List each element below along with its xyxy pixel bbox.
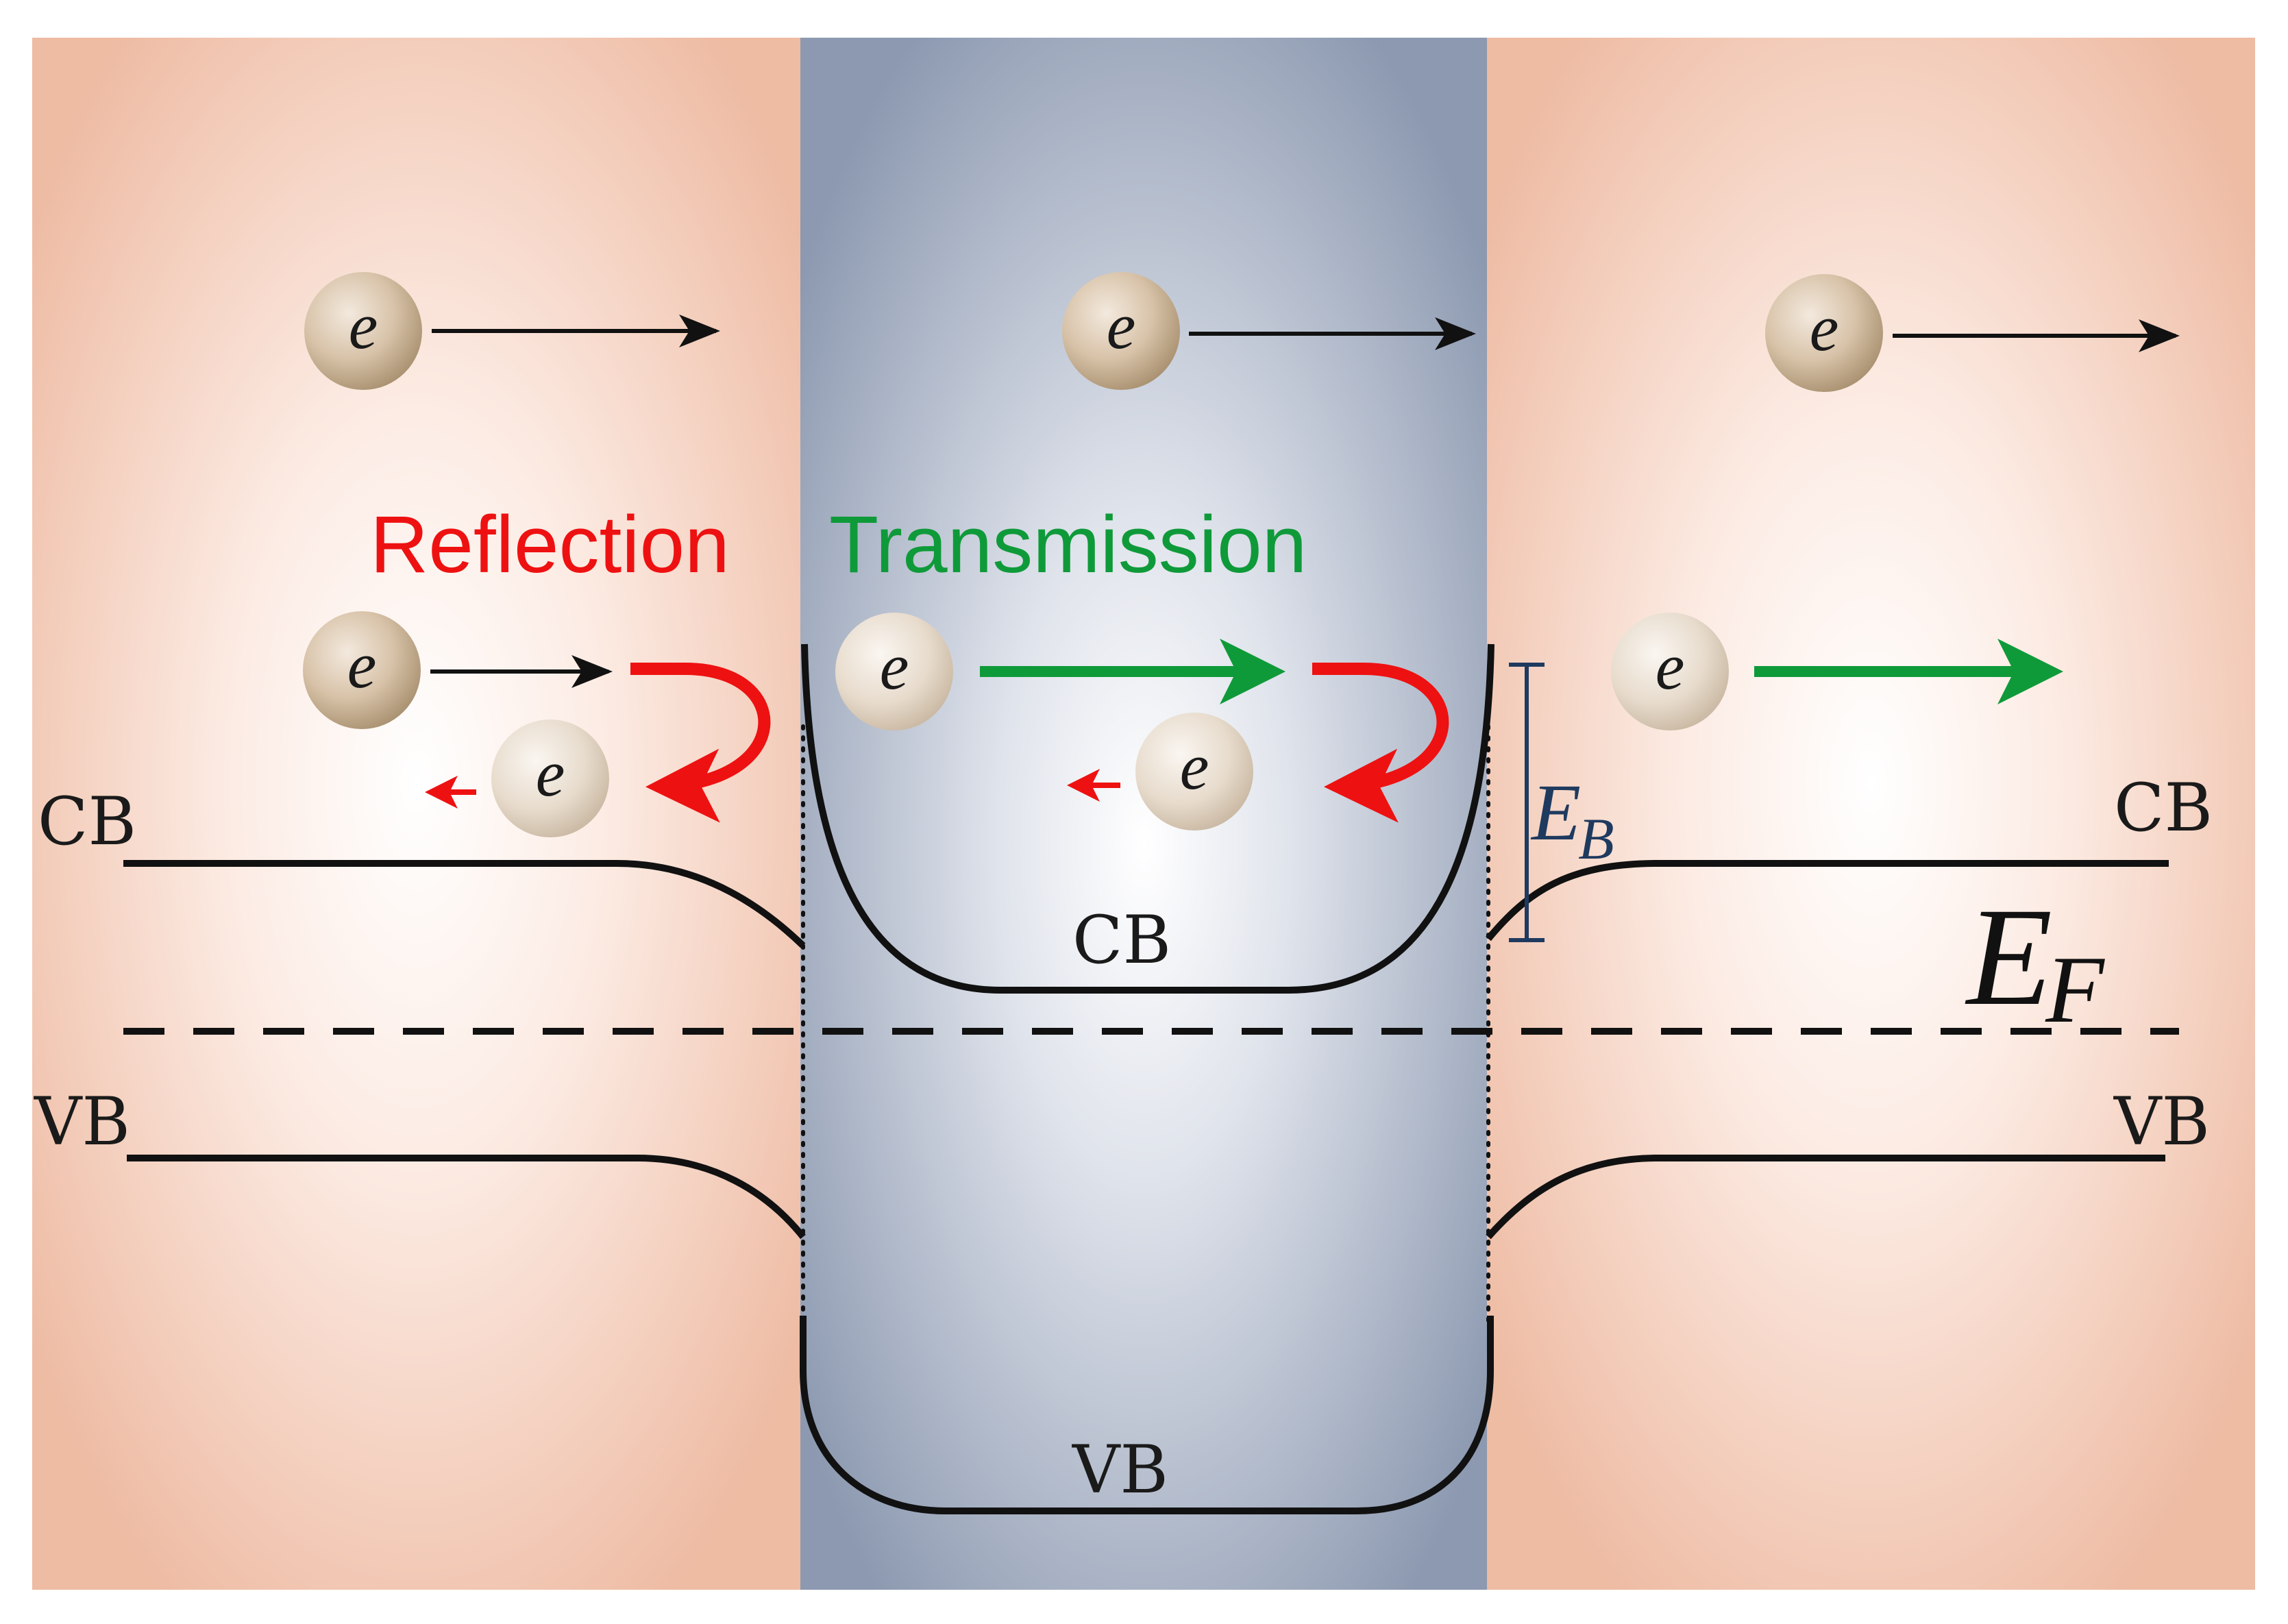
left-vb-curve <box>127 1155 806 1240</box>
electron-label: e <box>880 630 909 703</box>
top-electron-right: e <box>1765 274 1883 392</box>
right-cb-curve <box>1486 860 2169 942</box>
left-vb-label: VB <box>34 1083 130 1160</box>
barrier-reflected-electron: e <box>1135 713 1253 831</box>
electron-ball <box>835 613 953 730</box>
top-electron-middle: e <box>1062 272 1180 390</box>
barrier-vb-label: VB <box>1072 1431 1168 1508</box>
eb-subscript: B <box>1578 806 1614 872</box>
barrier-vb-curve <box>800 1316 1494 1514</box>
electron-label: e <box>1810 291 1839 365</box>
reflection-reflected-electron: e <box>491 719 609 837</box>
electron-ball <box>303 611 421 729</box>
electron-label: e <box>347 628 377 702</box>
electron-ball <box>1062 272 1180 390</box>
ef-label: EF <box>1965 879 2105 1043</box>
barrier-cb-label: CB <box>1072 902 1171 979</box>
left-electrode-region <box>32 38 802 1590</box>
transmitted-electron: e <box>1611 613 1729 730</box>
electron-ball <box>491 719 609 837</box>
barrier-region <box>800 38 1488 1590</box>
electron-label: e <box>536 737 565 810</box>
electron-label: e <box>1656 630 1685 703</box>
reflection-curved-arrow <box>630 663 771 823</box>
reflection-title: Reflection <box>370 500 730 590</box>
electron-label: e <box>1107 289 1136 362</box>
electron-ball <box>1765 274 1883 392</box>
transmission-title: Transmission <box>829 500 1307 590</box>
electron-label: e <box>1180 730 1209 803</box>
eb-main: E <box>1530 767 1581 857</box>
electron-ball <box>304 272 422 390</box>
transmission-incoming-electron: e <box>835 613 953 730</box>
top-electron-left: e <box>304 272 422 390</box>
right-cb-label: CB <box>2114 770 2213 846</box>
eb-label: EB <box>1530 767 1614 872</box>
ef-main: E <box>1965 879 2052 1035</box>
right-vb-curve <box>1486 1155 2165 1240</box>
left-cb-curve <box>123 860 806 948</box>
barrier-reflection-curved-arrow <box>1312 663 1449 823</box>
right-vb-label: VB <box>2113 1083 2210 1160</box>
right-electrode-region <box>1487 38 2255 1590</box>
electron-ball <box>1135 713 1253 831</box>
electron-ball <box>1611 613 1729 730</box>
reflection-incoming-electron: e <box>303 611 421 729</box>
left-cb-label: CB <box>38 783 136 860</box>
ef-subscript: F <box>2045 937 2105 1043</box>
barrier-cb-curve <box>801 643 1494 994</box>
electron-label: e <box>349 289 378 362</box>
